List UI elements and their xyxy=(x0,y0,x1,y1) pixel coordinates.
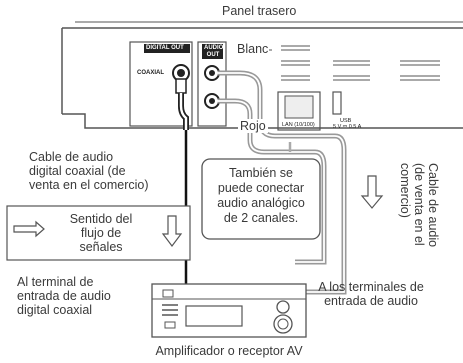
rear-panel-label: Panel trasero xyxy=(222,4,297,18)
usb-spec-label: 5 V ⎓ 0.5 A xyxy=(333,124,362,130)
flow-down-arrow-icon xyxy=(161,215,183,247)
coaxial-jack xyxy=(172,64,190,82)
analog-note-text: También se puede conectar audio analógic… xyxy=(217,166,305,225)
digital-out-label-bg xyxy=(144,44,190,53)
digital-out-label: DIGITAL OUT xyxy=(146,45,184,51)
audio-out-jack-left xyxy=(204,65,220,81)
audio-cable-label: Cable de audio (de venta en el comercio) xyxy=(398,163,440,248)
player-rear-panel xyxy=(61,21,463,131)
coax-terminal-label: Al terminal de entrada de audio digital … xyxy=(17,275,111,317)
coaxial-cable xyxy=(175,78,189,130)
analog-note-box xyxy=(201,158,321,240)
audio-out-jack-right xyxy=(204,93,220,109)
flow-legend-label: Sentido del flujo de señales xyxy=(69,212,133,254)
usb-label: USB xyxy=(340,118,352,124)
rojo-label: Rojo xyxy=(238,119,268,133)
av-receiver-icon xyxy=(151,283,307,338)
audio-out-label-bg xyxy=(202,44,223,59)
audio-out-label: AUDIO OUT xyxy=(204,45,224,58)
coaxial-label: COAXIAL xyxy=(137,70,164,76)
lan-label: LAN (10/100) xyxy=(282,122,315,128)
audio-cable-arrow-icon xyxy=(360,175,384,209)
flow-legend-arrow-icon xyxy=(13,220,45,238)
panel-vents xyxy=(281,45,440,81)
analog-audio-cable-red xyxy=(218,98,327,265)
blanc-label: Blanc xyxy=(236,42,270,56)
receiver-label: Amplificador o receptor AV xyxy=(155,344,303,358)
analog-terminal-label: A los terminales de entrada de audio xyxy=(318,280,424,308)
coax-cable-label: Cable de audio digital coaxial (de venta… xyxy=(29,150,149,192)
